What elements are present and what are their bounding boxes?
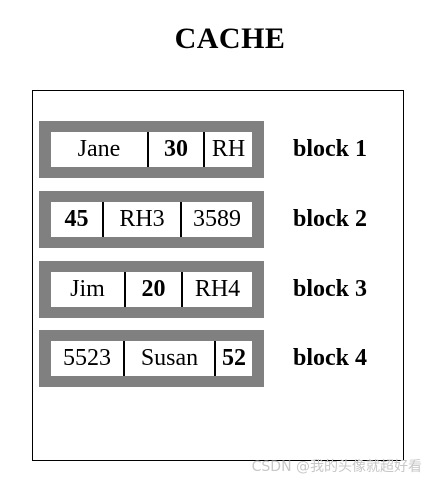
cache-block-2: 45 RH3 3589	[39, 191, 264, 248]
cache-block-4: 5523 Susan 52	[39, 330, 264, 387]
block-4-cell-2: Susan	[123, 341, 214, 376]
block-2-cells: 45 RH3 3589	[51, 202, 252, 237]
csdn-watermark: CSDN @我的头像就超好看	[251, 459, 422, 475]
cache-block-1: Jane 30 RH	[39, 121, 264, 178]
block-1-cell-3: RH	[203, 132, 252, 167]
block-4-label: block 4	[293, 345, 368, 371]
block-2-label: block 2	[293, 206, 368, 232]
block-3-cell-3: RH4	[181, 272, 252, 307]
cache-block-3: Jim 20 RH4	[39, 261, 264, 318]
block-3-label: block 3	[293, 276, 368, 302]
block-2-cell-3: 3589	[180, 202, 252, 237]
block-1-cell-2: 30	[147, 132, 203, 167]
block-2-cell-2: RH3	[102, 202, 180, 237]
block-3-cell-2: 20	[124, 272, 181, 307]
block-1-label: block 1	[293, 136, 368, 162]
block-4-cells: 5523 Susan 52	[51, 341, 252, 376]
block-4-cell-3: 52	[214, 341, 252, 376]
block-2-cell-1: 45	[64, 206, 89, 232]
block-3-cells: Jim 20 RH4	[51, 272, 252, 307]
block-1-cells: Jane 30 RH	[51, 132, 252, 167]
block-4-cell-1: 5523	[63, 345, 111, 371]
block-3-cell-1: Jim	[70, 276, 105, 302]
cache-title: CACHE	[174, 22, 286, 55]
block-1-cell-1: Jane	[77, 136, 121, 162]
cache-frame	[32, 90, 404, 461]
